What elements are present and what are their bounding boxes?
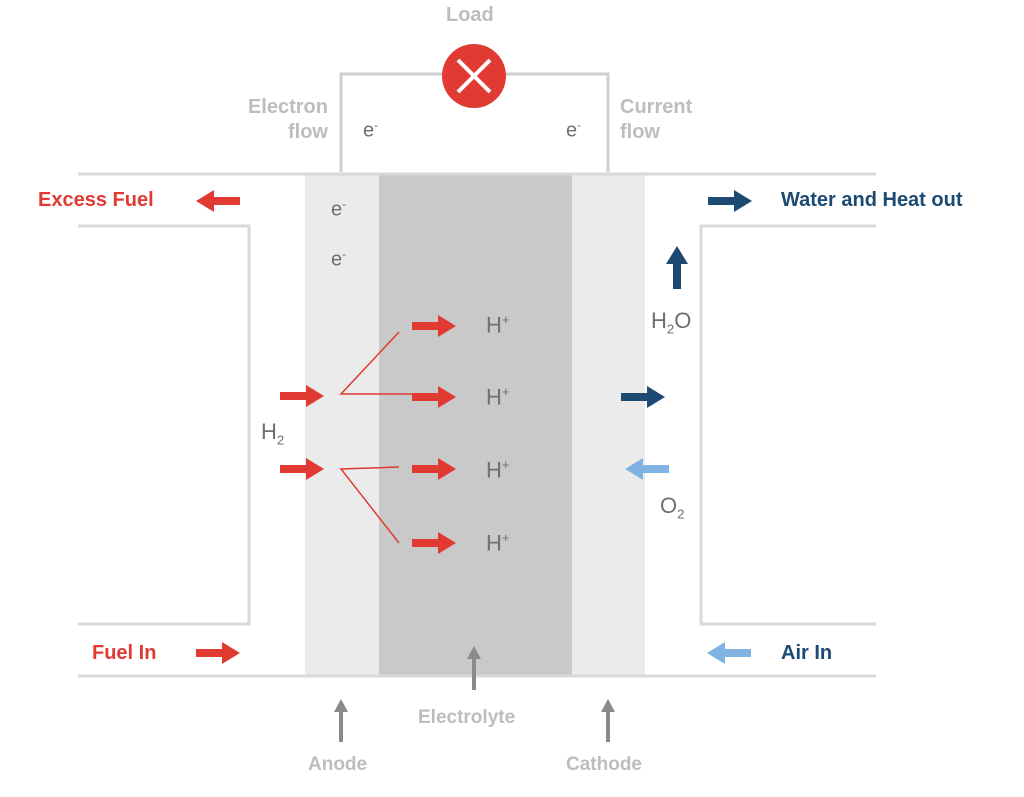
electrolyte-label: Electrolyte <box>418 707 516 728</box>
proton-letter: H <box>486 312 502 338</box>
water-arrows <box>621 190 752 408</box>
proton-symbol: H+ <box>486 458 510 481</box>
anode-channel <box>78 172 305 678</box>
proton-symbol: H+ <box>486 313 510 336</box>
electron-symbol: e- <box>363 119 378 141</box>
water-h: H <box>651 308 667 333</box>
fuel-in-arrow-icon <box>196 642 240 664</box>
air-arrows <box>625 458 751 664</box>
electron-flow-label: Electron flow <box>240 95 328 145</box>
electron-symbol: e- <box>331 248 346 270</box>
h2-arrow-icon <box>280 385 324 407</box>
current-flow-line1: Current <box>620 96 693 118</box>
electrolyte-layer <box>379 174 572 676</box>
electron-charge: - <box>577 118 582 132</box>
water-out-arrow-icon <box>708 190 752 212</box>
electron-letter: e <box>566 119 578 142</box>
proton-arrow-icon <box>412 458 456 480</box>
water-o: O <box>674 308 692 333</box>
current-flow-line2: flow <box>620 121 660 143</box>
load-label: Load <box>446 4 494 26</box>
proton-arrow-icon <box>412 315 456 337</box>
cathode-channel <box>645 172 876 678</box>
proton-charge: + <box>501 530 510 545</box>
proton-arrow-icon <box>412 532 456 554</box>
oxygen-subscript: 2 <box>677 506 685 522</box>
fuel-arrows <box>196 190 456 664</box>
proton-letter: H <box>486 384 502 410</box>
current-flow-label: Current flow <box>620 95 692 145</box>
hydrogen-split-lines <box>339 331 414 544</box>
water-subscript: 2 <box>666 321 675 337</box>
hydrogen-symbol: H2 <box>261 421 284 447</box>
excess-fuel-arrow-icon <box>196 190 240 212</box>
electron-flow-line1: Electron <box>247 96 328 118</box>
proton-arrow-icon <box>412 386 456 408</box>
proton-letter: H <box>486 530 502 556</box>
proton-charge: + <box>501 457 510 472</box>
oxygen-letter: O <box>660 493 678 518</box>
cathode-layer <box>572 174 645 676</box>
anode-layer <box>305 174 379 676</box>
fuel-in-label: Fuel In <box>92 642 157 664</box>
water-heat-out-label: Water and Heat out <box>781 189 963 211</box>
anode-label: Anode <box>308 754 368 775</box>
proton-charge: + <box>501 384 510 399</box>
air-in-arrow-icon <box>707 642 751 664</box>
electron-symbol: e- <box>566 119 581 141</box>
load-bulb-icon <box>442 44 506 108</box>
anode-pointer-icon <box>334 699 348 742</box>
excess-fuel-label: Excess Fuel <box>38 189 154 211</box>
cathode-label: Cathode <box>566 754 642 775</box>
hydrogen-subscript: 2 <box>276 432 285 448</box>
electron-symbol: e- <box>331 198 346 220</box>
water-symbol: H2O <box>651 310 691 336</box>
proton-symbol: H+ <box>486 385 510 408</box>
electron-flow-line2: flow <box>288 121 328 143</box>
proton-charge: + <box>501 312 510 327</box>
water-right-arrow-icon <box>621 386 665 408</box>
oxygen-arrow-icon <box>625 458 669 480</box>
electron-charge: - <box>374 118 379 132</box>
pointer-arrows <box>334 646 615 742</box>
water-up-arrow-icon <box>666 246 688 289</box>
electron-charge: - <box>342 247 347 261</box>
electrolyte-pointer-icon <box>467 646 481 690</box>
cathode-pointer-icon <box>601 699 615 742</box>
oxygen-symbol: O2 <box>660 495 684 521</box>
h2-arrow-icon <box>280 458 324 480</box>
proton-symbol: H+ <box>486 531 510 554</box>
proton-letter: H <box>486 457 502 483</box>
hydrogen-letter: H <box>261 419 277 444</box>
electron-letter: e <box>331 198 343 221</box>
electron-letter: e <box>331 248 343 271</box>
air-in-label: Air In <box>781 642 833 664</box>
electron-charge: - <box>342 197 347 211</box>
electron-letter: e <box>363 119 375 142</box>
